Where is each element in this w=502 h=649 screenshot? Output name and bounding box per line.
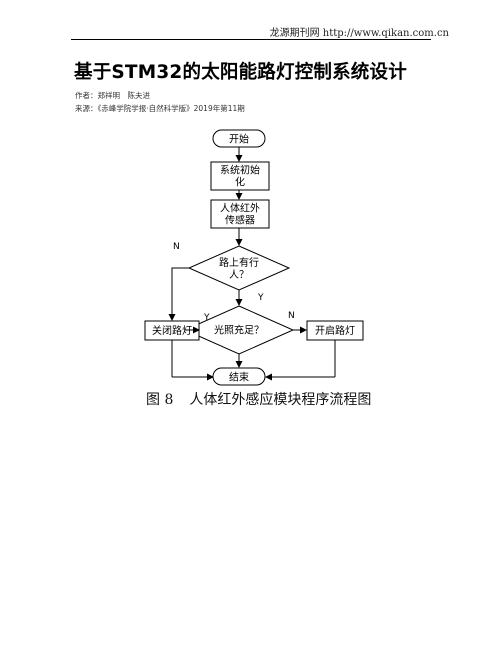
sensor-box (210, 199, 270, 229)
decision-pedestrian-line1: 路上有行 (219, 256, 259, 269)
source-journal: 《赤峰学院学报·自然科学版》2019年第11期 (97, 104, 245, 113)
decision-pedestrian-line2: 人？ (229, 269, 249, 281)
figure-caption-text: 人体红外感应模块程序流程图 (189, 392, 372, 408)
edge-label-yes-light: Y (203, 313, 210, 323)
init-box (210, 161, 270, 191)
decision-light-label: 光照充足？ (214, 324, 264, 337)
edge-label-yes-pedestrian: Y (257, 293, 264, 303)
source-line: 来源：《赤峰学院学报·自然科学版》2019年第11期 (75, 103, 245, 114)
start-label: 开始 (229, 133, 249, 146)
close-light-label: 关闭路灯 (152, 324, 192, 337)
sensor-label-line2: 传感器 (225, 214, 255, 227)
flowchart-svg: 开始 系统初始 化 人体红外 传感器 路上有行 人？ N Y 光照充足？ 关闭路… (144, 129, 364, 386)
source-label: 来源： (75, 104, 98, 113)
author-names: 郑祥明 陈夫进 (97, 91, 151, 100)
end-label: 结束 (229, 371, 249, 384)
article-title: 基于STM32的太阳能路灯控制系统设计 (74, 62, 407, 83)
author-label: 作者： (75, 91, 98, 100)
figure-caption-number: 图 8 (146, 392, 174, 408)
figure-caption: 图 8 人体红外感应模块程序流程图 (146, 389, 371, 409)
site-header: 龙源期刊网 http://www.qikan.com.cn (269, 28, 449, 39)
init-label-line2: 化 (235, 176, 245, 189)
author-line: 作者：郑祥明 陈夫进 (75, 90, 150, 101)
init-label-line1: 系统初始 (220, 164, 260, 177)
edge-label-no-pedestrian: N (173, 242, 180, 252)
open-light-label: 开启路灯 (315, 324, 355, 337)
edge-label-no-light: N (288, 311, 295, 321)
end-terminal (212, 367, 266, 386)
flowchart-figure: 开始 系统初始 化 人体红外 传感器 路上有行 人？ N Y 光照充足？ 关闭路… (133, 124, 369, 386)
header-rule (71, 39, 431, 40)
sensor-label-line1: 人体红外 (220, 202, 260, 215)
